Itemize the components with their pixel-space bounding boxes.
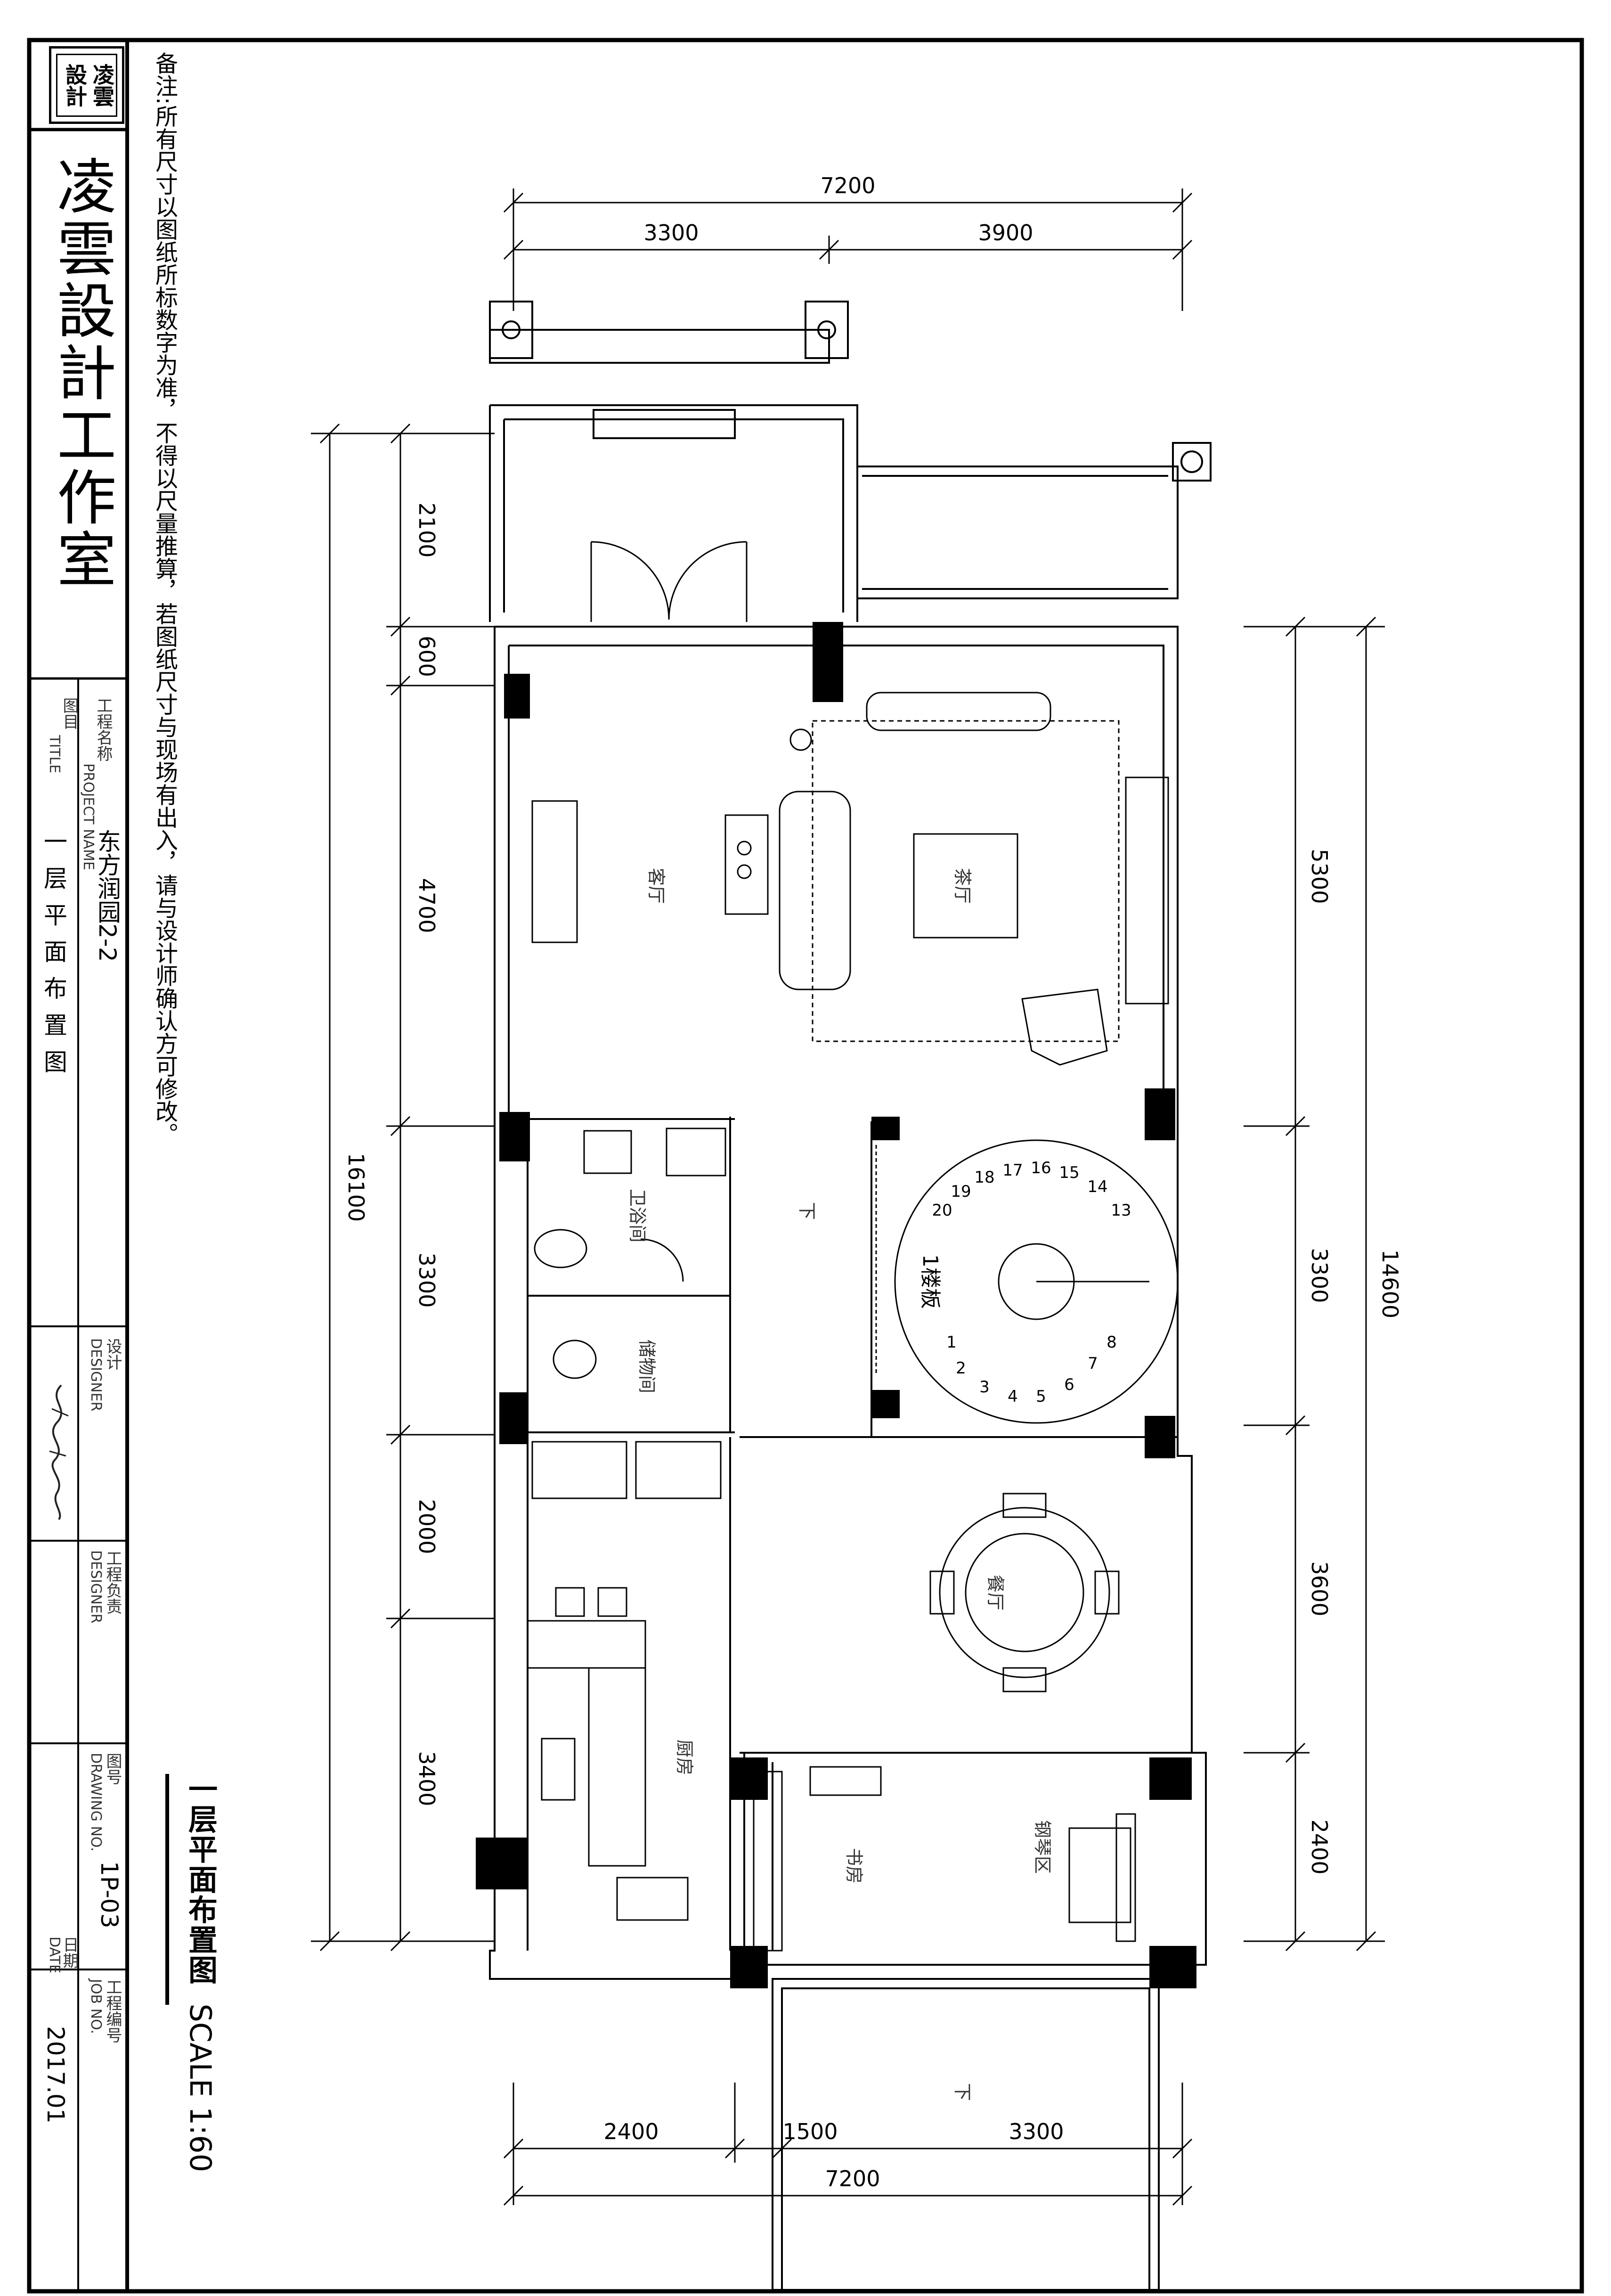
engineer-label-cn: 工程负责 bbox=[103, 1550, 122, 1614]
project-name-label-cn: 工程名称 bbox=[94, 697, 113, 761]
drawing-no-label-cn: 图号 bbox=[103, 1753, 122, 1785]
stair-step-14: 14 bbox=[1087, 1177, 1107, 1196]
dimension-left bbox=[311, 423, 495, 1952]
dim-right-4: 2400 bbox=[1307, 1819, 1332, 1874]
room-storage: 储物间 bbox=[636, 1340, 657, 1393]
designer-label-en: DESIGNER bbox=[88, 1338, 104, 1412]
dim-left-3: 4700 bbox=[414, 878, 439, 933]
date-label-en: DATE bbox=[46, 1936, 63, 1974]
dim-right-total: 14600 bbox=[1377, 1250, 1403, 1318]
dim-right-2: 3300 bbox=[1307, 1248, 1332, 1303]
room-study: 书房 bbox=[844, 1848, 864, 1884]
stair-step-17: 17 bbox=[1002, 1161, 1023, 1180]
plan-title: 一层平面布置图 bbox=[183, 1774, 218, 1985]
job-no-label-cn: 工程编号 bbox=[103, 1979, 122, 2043]
dim-left-5: 2000 bbox=[414, 1499, 439, 1554]
stair-step-6: 6 bbox=[1064, 1375, 1074, 1394]
bathroom-fixtures bbox=[531, 1128, 726, 1499]
project-name-label-en: PROJECT NAME bbox=[80, 763, 97, 870]
stair-step-20: 20 bbox=[932, 1201, 952, 1220]
seal-text: 凌雲設計 bbox=[56, 53, 117, 117]
studio-seal: 凌雲設計 bbox=[49, 46, 124, 124]
down-label-porch: 下 bbox=[952, 2083, 973, 2101]
dim-right-3: 3600 bbox=[1307, 1561, 1332, 1616]
dim-bottom-total: 7200 bbox=[825, 2166, 880, 2191]
room-tea: 茶厅 bbox=[952, 868, 973, 904]
stair-step-4: 4 bbox=[1008, 1387, 1018, 1406]
stair-step-3: 3 bbox=[979, 1378, 990, 1397]
designer-signature bbox=[49, 1384, 69, 1520]
stair-step-18: 18 bbox=[974, 1168, 994, 1187]
date-label-cn: 日期 bbox=[60, 1936, 79, 1969]
front-doors bbox=[590, 541, 748, 622]
room-dining: 餐厅 bbox=[985, 1575, 1006, 1610]
dim-bottom-3: 3300 bbox=[1009, 2119, 1064, 2144]
dining-table bbox=[929, 1493, 1120, 1692]
dim-top-left: 3300 bbox=[643, 220, 699, 245]
walls bbox=[489, 301, 1212, 2291]
stair-step-16: 16 bbox=[1031, 1159, 1051, 1177]
dim-left-2: 600 bbox=[414, 636, 439, 677]
stair-step-13: 13 bbox=[1111, 1201, 1131, 1220]
study-fixtures bbox=[753, 1766, 1136, 1952]
stair-label: 1楼板 bbox=[918, 1254, 942, 1309]
stair-step-1: 1 bbox=[946, 1333, 957, 1352]
spiral-staircase bbox=[875, 1139, 1179, 1424]
down-label-stairs: 下 bbox=[797, 1202, 817, 1220]
stair-step-5: 5 bbox=[1036, 1387, 1046, 1406]
studio-name: 凌雲設計工作室 bbox=[47, 155, 116, 591]
job-no-label-en: JOB NO. bbox=[88, 1979, 104, 2034]
living-furniture bbox=[531, 692, 1169, 1066]
dim-left-total: 16100 bbox=[343, 1153, 369, 1222]
dim-top-right: 3900 bbox=[978, 220, 1033, 245]
stair-step-8: 8 bbox=[1107, 1333, 1117, 1352]
dimension-right bbox=[1244, 616, 1385, 1952]
stair-step-15: 15 bbox=[1059, 1163, 1079, 1182]
design-note: 备注:所有尺寸以图纸所标数字为准，不得以尺量推算，若图纸尺寸与现场有出入，请与设… bbox=[151, 52, 178, 1145]
dim-left-4: 3300 bbox=[414, 1252, 439, 1307]
designer-label-cn: 设计 bbox=[103, 1338, 122, 1370]
drawing-no-label-en: DRAWING NO. bbox=[88, 1753, 104, 1852]
stair-step-7: 7 bbox=[1088, 1354, 1098, 1373]
room-kitchen: 厨房 bbox=[674, 1740, 695, 1775]
drawing-no: 1P-03 bbox=[96, 1861, 123, 1928]
dim-top-total: 7200 bbox=[820, 173, 875, 198]
plan-scale: SCALE 1:60 bbox=[183, 2003, 218, 2173]
stair-step-2: 2 bbox=[956, 1359, 966, 1378]
drawing-title-value: 一 层 平 面 布 置 图 bbox=[40, 829, 67, 1076]
plan-title-block: 一层平面布置图 SCALE 1:60 bbox=[174, 1774, 221, 2172]
dim-right-1: 5300 bbox=[1307, 849, 1332, 904]
room-living: 客厅 bbox=[646, 868, 667, 904]
project-name: 东方润园2-2 bbox=[94, 829, 121, 962]
room-bathroom: 卫浴间 bbox=[627, 1189, 648, 1242]
date-value: 2017.01 bbox=[42, 2026, 69, 2124]
engineer-label-en: DESIGNER bbox=[88, 1550, 104, 1624]
title-label-en: TITLE bbox=[46, 735, 63, 774]
columns bbox=[476, 622, 1196, 1988]
stair-step-numbers: 1 2 3 4 5 6 7 8 13 14 15 16 17 18 19 20 bbox=[932, 1159, 1131, 1406]
dim-left-1: 2100 bbox=[414, 502, 439, 557]
dim-bottom-2: 1500 bbox=[782, 2119, 838, 2144]
title-label-cn: 图目 bbox=[60, 697, 79, 729]
dim-bottom-1: 2400 bbox=[603, 2119, 659, 2144]
plan-title-underline bbox=[165, 1774, 169, 2005]
kitchen-fixtures bbox=[527, 1587, 689, 1921]
stair-step-19: 19 bbox=[951, 1182, 971, 1201]
room-piano: 钢琴区 bbox=[1032, 1820, 1053, 1874]
dimension-top bbox=[503, 188, 1193, 311]
dim-left-6: 3400 bbox=[414, 1751, 439, 1806]
